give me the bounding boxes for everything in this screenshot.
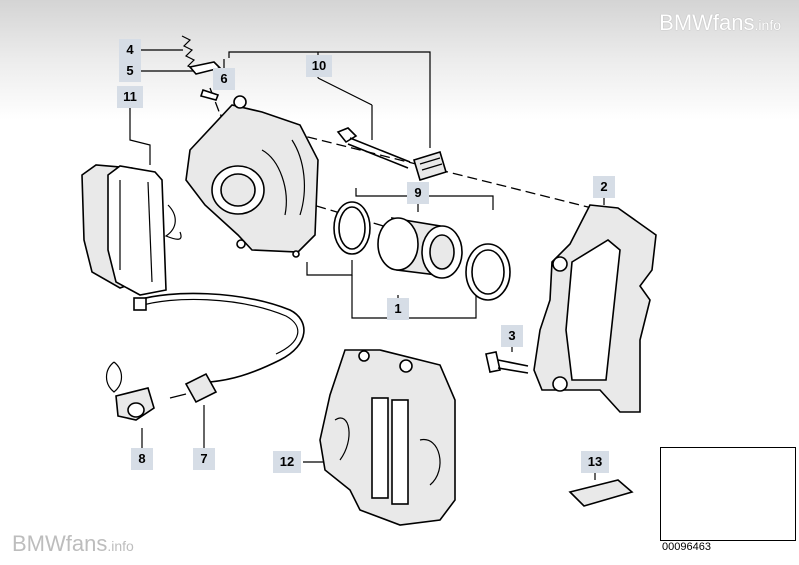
part-label-5[interactable]: 5: [119, 60, 141, 82]
part-label-10[interactable]: 10: [306, 55, 332, 77]
part-label-4[interactable]: 4: [119, 39, 141, 61]
part-label-13[interactable]: 13: [581, 451, 609, 473]
grease-packet-part-13: [568, 479, 634, 507]
part-label-3[interactable]: 3: [501, 325, 523, 347]
watermark-top: BMWfans.info: [659, 10, 781, 35]
wear-sensor-cable-part-7: [133, 292, 305, 404]
part-label-11[interactable]: 11: [117, 86, 143, 108]
caliper-carrier-part-2: [533, 204, 657, 413]
bolt-part-3: [485, 351, 529, 374]
watermark-bottom: BMWfans.info: [12, 531, 134, 556]
part-label-9[interactable]: 9: [407, 182, 429, 204]
part-label-8[interactable]: 8: [131, 448, 153, 470]
diagram-number: 00096463: [662, 541, 711, 553]
part-label-2[interactable]: 2: [593, 176, 615, 198]
piston-seal-kit-part-9: [333, 201, 511, 301]
guide-pin-kit-part-10: [336, 127, 447, 182]
brake-pads-part-11: [81, 164, 182, 296]
caliper-housing: [181, 35, 319, 258]
part-label-6[interactable]: 6: [213, 68, 235, 90]
part-label-7[interactable]: 7: [193, 448, 215, 470]
assembled-caliper-part-12: [319, 349, 456, 526]
sensor-clip-part-8: [105, 361, 155, 421]
part-label-12[interactable]: 12: [273, 451, 301, 473]
part-label-1[interactable]: 1: [387, 298, 409, 320]
leader-lines: [129, 49, 605, 480]
vehicle-location-thumbnail: [660, 447, 796, 541]
